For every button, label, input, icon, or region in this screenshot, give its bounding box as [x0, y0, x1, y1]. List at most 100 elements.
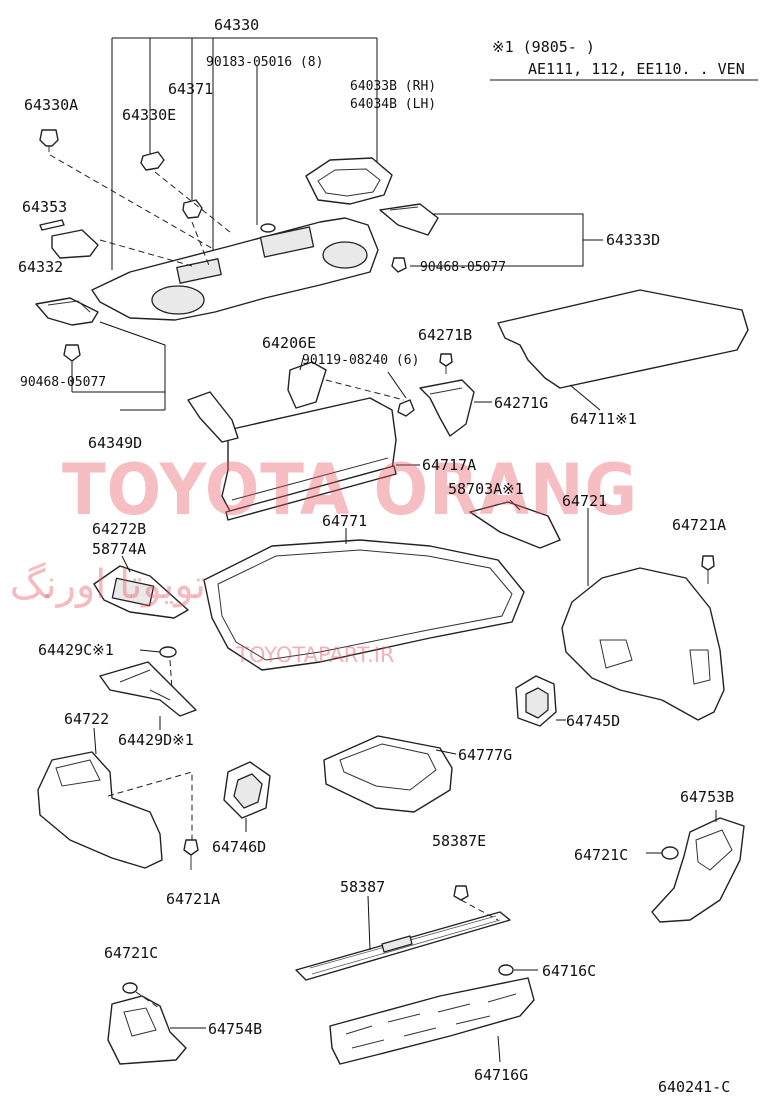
- dash-clip-64330A: [49, 154, 216, 251]
- note-line-1: ※1 (9805- ): [492, 38, 595, 56]
- label-64722: 64722: [64, 710, 109, 728]
- label-64721A-left: 64721A: [166, 890, 220, 908]
- dash-64722: [107, 771, 193, 840]
- bolt-90119: [397, 399, 415, 417]
- quarter-trim-64722: [37, 727, 199, 870]
- trim-64753B: [646, 810, 745, 923]
- trim-right-cutout: [599, 639, 633, 669]
- label-64206E: 64206E: [262, 334, 316, 352]
- back-panel-64716G: [329, 964, 538, 1065]
- speaker-hole-left: [151, 285, 205, 315]
- corner-trim-detail: [47, 300, 91, 313]
- bracket-64206E-right: [287, 361, 327, 409]
- bracket-64429D: [99, 659, 197, 730]
- ring-64746D: [223, 761, 271, 832]
- label-90119: 90119-08240 (6): [302, 353, 419, 368]
- dash-clip-64330E: [154, 171, 231, 233]
- bracket-64271G-detail: [429, 387, 463, 395]
- label-64746D: 64746D: [212, 838, 266, 856]
- clip-64330E: [140, 151, 165, 171]
- clip-64371: [182, 199, 203, 219]
- leader-64206E: [299, 354, 305, 371]
- floor-mat: [203, 539, 525, 671]
- ring-64745D: [515, 675, 566, 727]
- bracket-64333D: [410, 213, 603, 267]
- label-90468-left: 90468-05077: [20, 375, 106, 390]
- tray-64777G: [323, 735, 457, 813]
- tray-right-cutout: [259, 226, 315, 258]
- floor-mat-edge: [217, 549, 513, 661]
- label-64721C-right: 64721C: [574, 846, 628, 864]
- label-64349D: 64349D: [88, 434, 142, 452]
- watermark-persian: تویوتا اورنگ: [10, 562, 206, 608]
- label-64716C: 64716C: [542, 962, 596, 980]
- label-64271B: 64271B: [418, 326, 472, 344]
- label-64330: 64330: [214, 16, 259, 34]
- label-64371: 64371: [168, 80, 213, 98]
- leader-64711: [569, 384, 601, 411]
- tray-center-cutout: [176, 258, 222, 284]
- quarter-trim-pocket: [55, 759, 101, 787]
- label-64429C: 64429C※1: [38, 641, 114, 659]
- label-64745D: 64745D: [566, 712, 620, 730]
- bracket-58703A: [469, 499, 561, 549]
- corner-trim-64333D: [379, 203, 439, 236]
- trunk-separator-group: [187, 353, 492, 521]
- label-64034B: 64034B (LH): [350, 97, 436, 112]
- watermark-brand: TOYOTA ORANG: [62, 449, 638, 531]
- label-64721A-right: 64721A: [672, 516, 726, 534]
- label-64330E: 64330E: [122, 106, 176, 124]
- dash-clip-64371: [191, 221, 211, 269]
- trunk-floor-mat-64771: [203, 528, 525, 671]
- package-tray-trim: [91, 217, 379, 321]
- corner-trim-right-detail: [389, 206, 419, 211]
- label-64721C-left: 64721C: [104, 944, 158, 962]
- leader-64722: [93, 727, 97, 755]
- label-90468-right: 90468-05077: [420, 260, 506, 275]
- label-64330A: 64330A: [24, 96, 78, 114]
- trim-right-slot: [689, 649, 711, 685]
- label-64333D: 64333D: [606, 231, 660, 249]
- label-64033B: 64033B (RH): [350, 79, 436, 94]
- bracket-64349D: [71, 321, 166, 410]
- quarter-trim-right: [561, 567, 725, 721]
- clip-64330A: [39, 129, 59, 152]
- label-64272B: 64272B: [92, 520, 146, 538]
- quarter-trim-left: [37, 751, 163, 869]
- dash-90119: [325, 379, 405, 401]
- watermark-url: TOYOTAPART.IR: [235, 643, 395, 667]
- screw-90183: [260, 223, 276, 233]
- dash-64332: [99, 239, 193, 267]
- trunk-mat: [497, 289, 749, 389]
- label-58774A: 58774A: [92, 540, 146, 558]
- label-64753B: 64753B: [680, 788, 734, 806]
- label-64429D: 64429D※1: [118, 731, 194, 749]
- bracket-64330: [111, 37, 378, 310]
- clip-64721C-left: [122, 982, 163, 1011]
- trim-64754B: [107, 982, 206, 1065]
- piece-64353: [39, 219, 65, 231]
- label-64771: 64771: [322, 512, 367, 530]
- clip-64429C: [139, 646, 177, 658]
- label-64777G: 64777G: [458, 746, 512, 764]
- bracket-64206E-left: [187, 391, 239, 443]
- trunk-mat-64711: [497, 289, 749, 411]
- separator-seam: [231, 457, 389, 501]
- label-64754B: 64754B: [208, 1020, 262, 1038]
- leader-90119: [387, 371, 407, 399]
- speaker-hole-right: [322, 241, 368, 269]
- label-64271G: 64271G: [494, 394, 548, 412]
- clip-64716C: [498, 964, 538, 976]
- label-64717A: 64717A: [422, 456, 476, 474]
- label-58703A: 58703A※1: [448, 480, 524, 498]
- label-64721: 64721: [562, 492, 607, 510]
- grille-inner-ring: [317, 168, 381, 197]
- clip-90468-left: [63, 344, 81, 362]
- trim-strip-64717A: [225, 465, 397, 521]
- package-tray-group: [35, 37, 603, 411]
- bolt-64271B: [439, 353, 453, 374]
- label-58387E: 58387E: [432, 832, 486, 850]
- watermark: TOYOTA ORANG تویوتا اورنگ TOYOTAPART.IR: [10, 449, 638, 667]
- cover-64332: [51, 229, 99, 259]
